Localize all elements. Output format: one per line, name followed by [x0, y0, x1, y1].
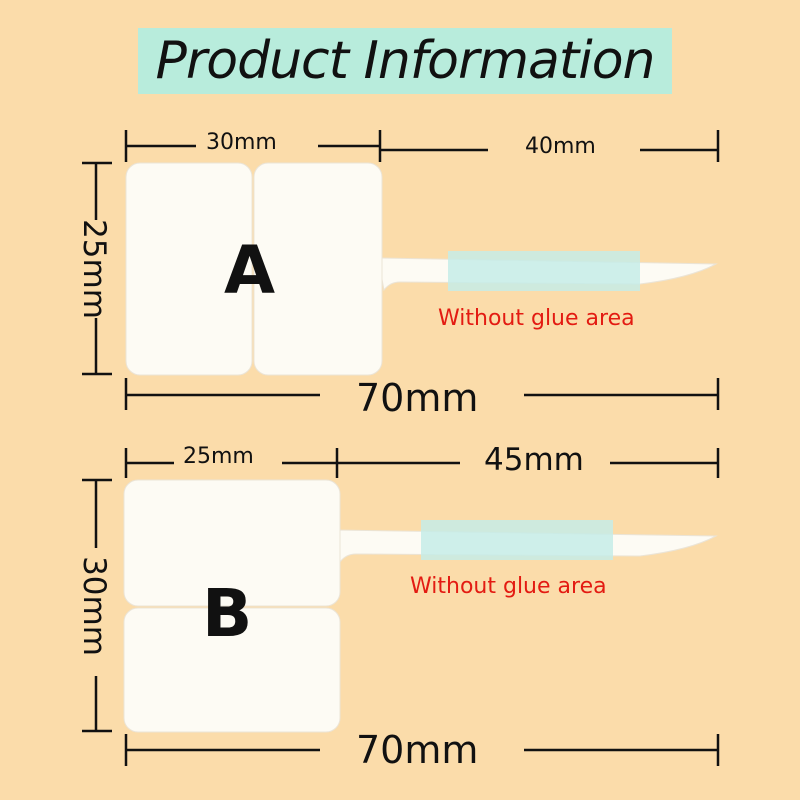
tag-b-width-left-label: 25mm	[183, 444, 254, 469]
tag-b-total-label: 70mm	[356, 728, 479, 772]
tag-a-dim-right	[380, 130, 720, 162]
tag-b-letter: B	[202, 575, 253, 652]
tag-b-dim-total	[124, 734, 720, 766]
tag-b-shape	[123, 479, 718, 733]
tag-a-width-left-label: 30mm	[206, 130, 277, 155]
tag-b-height-label: 30mm	[76, 556, 112, 656]
tag-a-dim-height	[82, 161, 112, 376]
tag-a-dim-total	[124, 378, 720, 410]
tag-a-shape	[125, 162, 718, 376]
tag-b-top-panel	[123, 479, 341, 607]
tag-b-width-right-label: 45mm	[484, 442, 584, 478]
tag-b-glue-note: Without glue area	[410, 574, 607, 599]
tag-a-total-label: 70mm	[356, 376, 479, 420]
tag-a-glue-note: Without glue area	[438, 306, 635, 331]
tag-a-dim-left	[124, 130, 382, 162]
tag-a-right-panel	[253, 162, 383, 376]
tag-a-height-label: 25mm	[76, 219, 112, 319]
tag-a-left-panel	[125, 162, 253, 376]
tag-b-glue-free-area	[421, 520, 613, 560]
tag-a-glue-free-area	[448, 251, 640, 291]
tag-a-width-right-label: 40mm	[525, 134, 596, 159]
tag-b-bottom-panel	[123, 607, 341, 733]
page-title: Product Information	[155, 31, 656, 91]
tag-b-dim-right	[337, 448, 720, 478]
tag-b-dim-height	[82, 478, 112, 733]
tag-a-letter: A	[224, 232, 276, 309]
title-highlight: Product Information	[138, 28, 672, 94]
